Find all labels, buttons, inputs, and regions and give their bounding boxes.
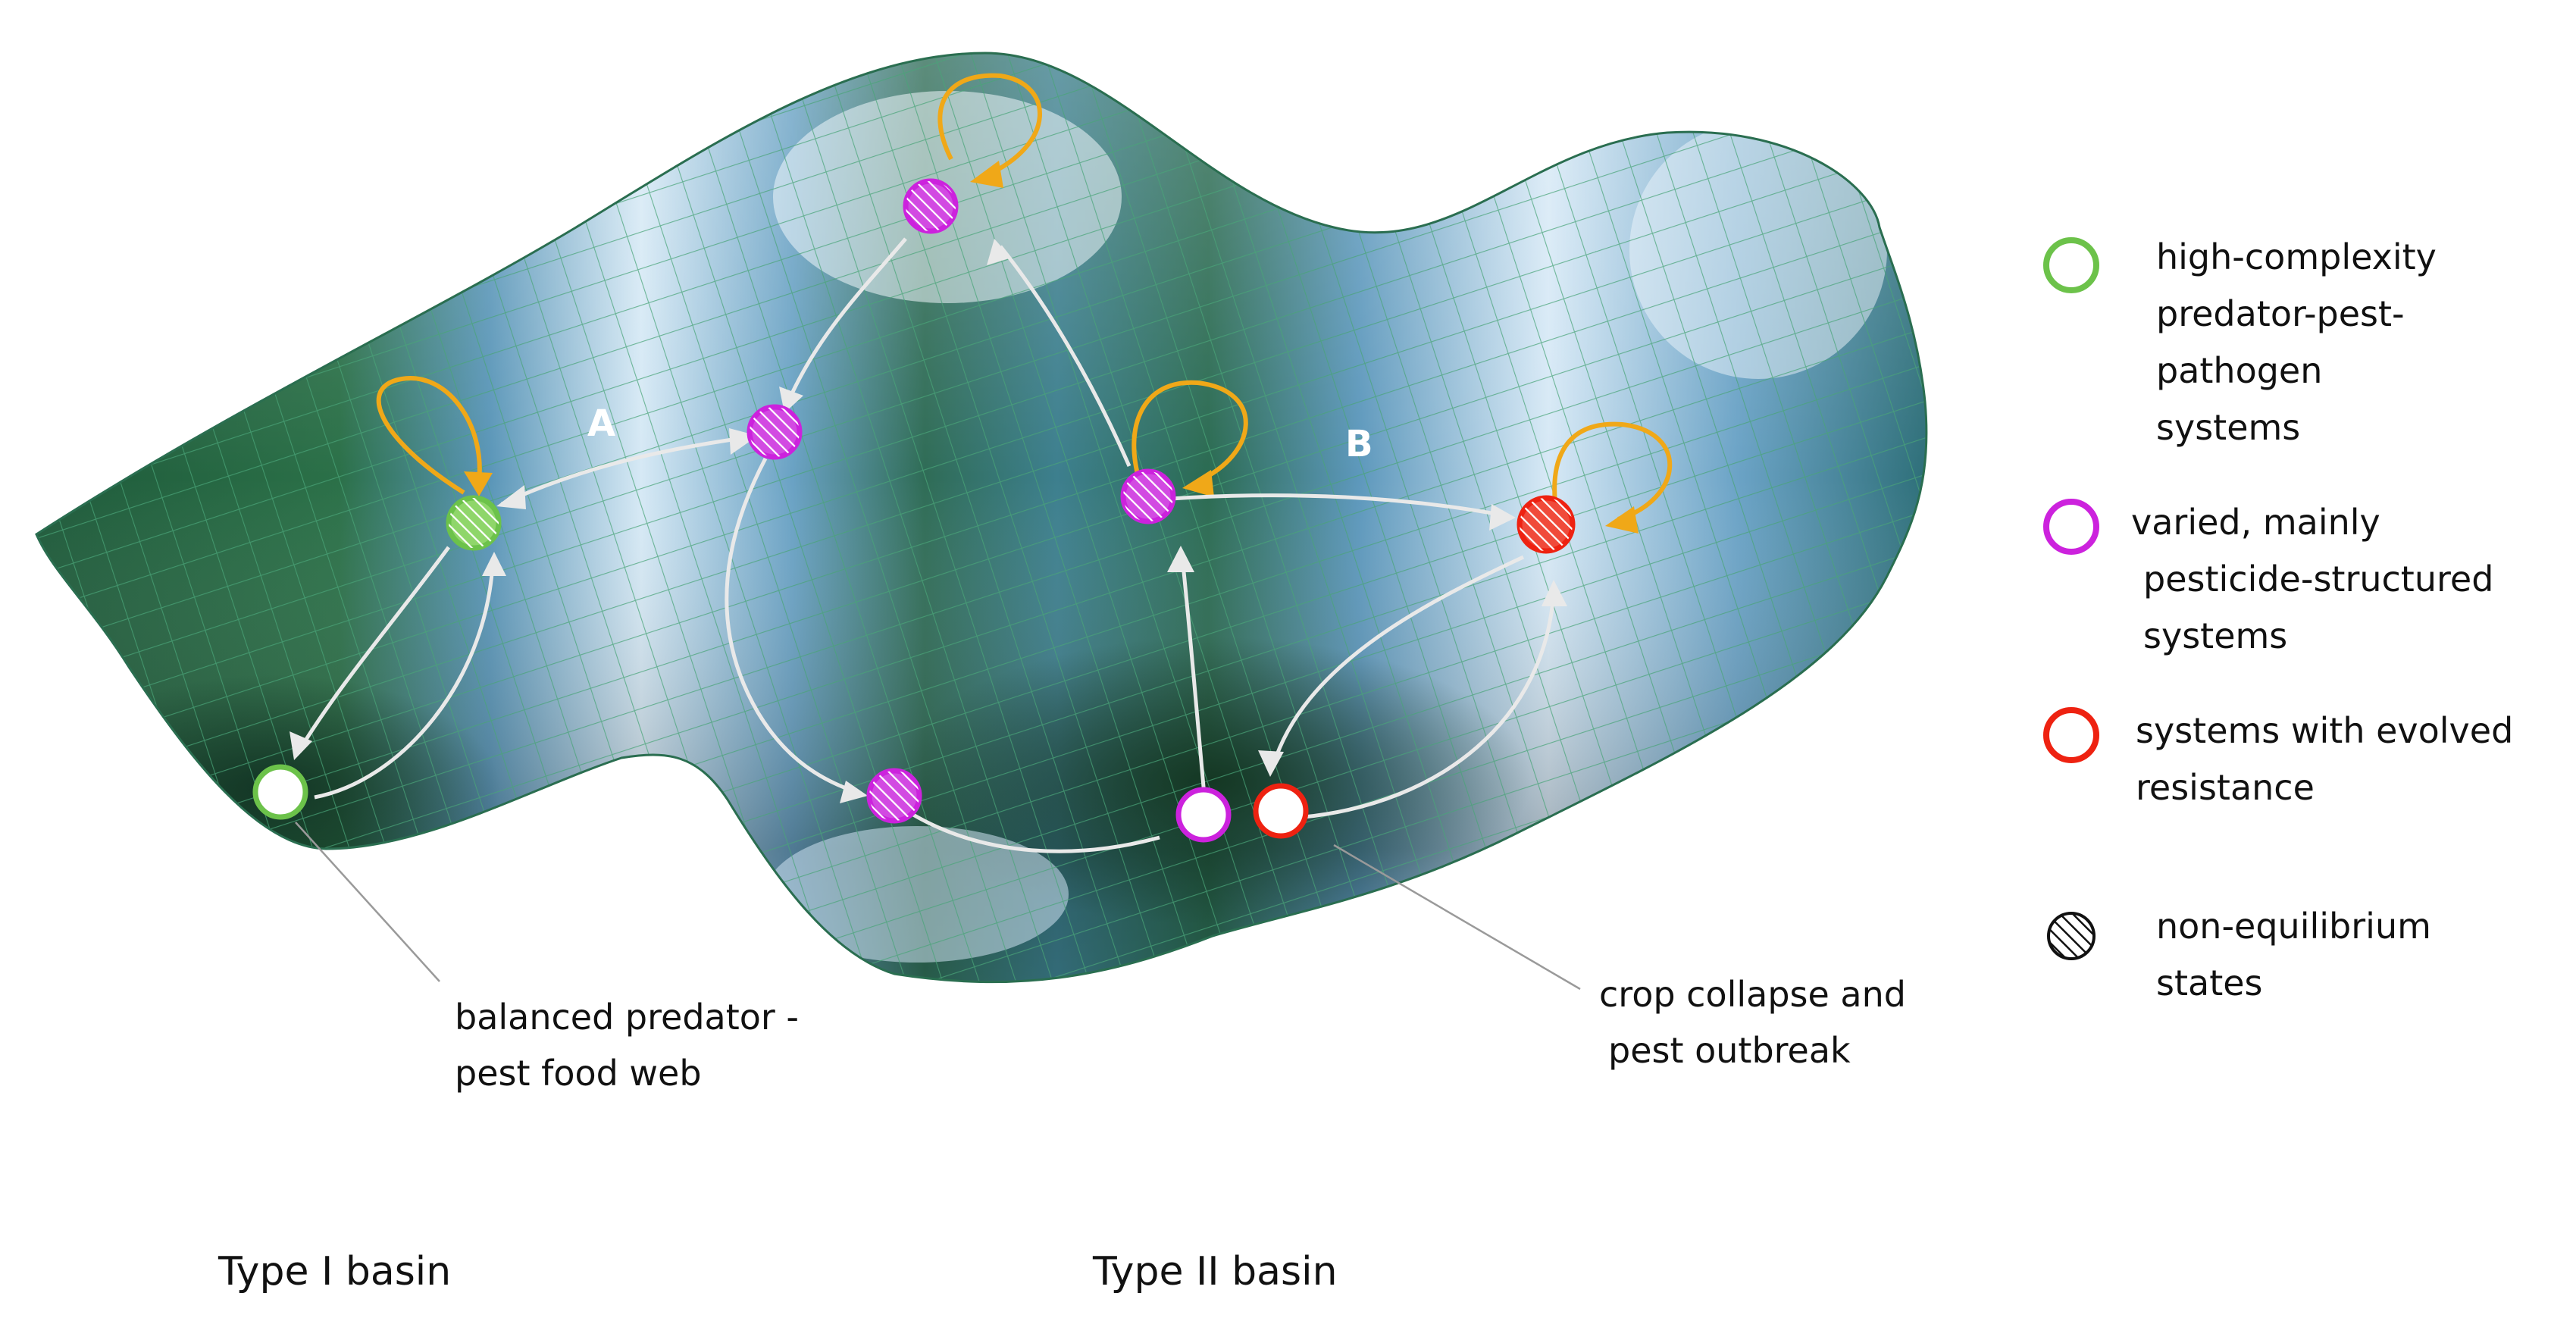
legend-purple-line3: systems: [2143, 615, 2287, 656]
self-loop-arrows: [376, 73, 1673, 521]
callout-collapse: crop collapse and pest outbreak: [1599, 974, 1906, 1071]
legend-hatch-line2: states: [2156, 963, 2263, 1003]
arrow-b: [1170, 493, 1505, 518]
legend-red-line1: systems with evolved: [2136, 710, 2513, 751]
legend-green-line2: predator-pest-: [2156, 293, 2405, 334]
self-loop-b-purple: [1131, 380, 1248, 486]
legend-hatch-swatch: [2047, 912, 2096, 960]
callout-balanced-line1: balanced predator -: [455, 997, 799, 1038]
transition-arrows: [297, 237, 1556, 853]
legend-green-line3: pathogen: [2156, 350, 2322, 391]
node-purple-white: [1175, 787, 1232, 843]
basin-label-type1: Type I basin: [218, 1249, 451, 1294]
arrow-up-to-top: [999, 245, 1131, 467]
legend-purple-line2: pesticide-structured: [2143, 559, 2493, 599]
legend-purple-swatch: [2043, 499, 2099, 555]
path-label-b: B: [1345, 423, 1373, 465]
legend: high-complexity predator-pest- pathogen …: [2043, 236, 2513, 1003]
arrow-red-down: [1271, 555, 1525, 766]
arrow-red-up: [1303, 590, 1556, 819]
arrow-white-up: [314, 564, 495, 800]
legend-purple-line1: varied, mainly: [2131, 502, 2380, 543]
arrow-bottom-curve: [912, 812, 1160, 853]
legend-red-line2: resistance: [2136, 767, 2315, 808]
callout-balanced-line2: pest food web: [455, 1053, 702, 1094]
node-red-white: [1253, 783, 1309, 839]
callout-balanced: balanced predator - pest food web: [455, 997, 799, 1094]
arrow-bottom-to-purple: [1180, 556, 1207, 804]
legend-green: high-complexity predator-pest- pathogen …: [2043, 236, 2437, 448]
legend-red-swatch: [2043, 707, 2099, 763]
arrow-green-down: [297, 546, 451, 752]
legend-green-line4: systems: [2156, 407, 2300, 448]
basin-label-type2: Type II basin: [1092, 1249, 1338, 1294]
path-label-a: A: [587, 402, 615, 445]
legend-hatch-line1: non-equilibrium: [2156, 906, 2431, 947]
node-green-white: [252, 764, 308, 820]
self-loop-red: [1552, 421, 1673, 521]
legend-green-line1: high-complexity: [2156, 236, 2437, 277]
self-loop-green: [376, 376, 482, 495]
legend-green-swatch: [2043, 237, 2099, 293]
legend-purple: varied, mainly pesticide-structured syst…: [2043, 499, 2493, 656]
arrow-purple-down: [725, 457, 857, 794]
wavy-surface: [35, 52, 1928, 984]
arrow-a-double: [500, 436, 743, 506]
callout-collapse-line1: crop collapse and: [1599, 974, 1906, 1015]
callout-lines: [295, 822, 1581, 991]
legend-red: systems with evolved resistance: [2043, 707, 2513, 808]
arrow-top-to-purple: [786, 237, 907, 403]
legend-hatch: non-equilibrium states: [2047, 906, 2431, 1003]
callout-collapse-line2: pest outbreak: [1608, 1030, 1851, 1071]
self-loop-top: [937, 73, 1042, 178]
orange-arrowheads: [464, 161, 1639, 534]
state-nodes: [252, 178, 1576, 843]
